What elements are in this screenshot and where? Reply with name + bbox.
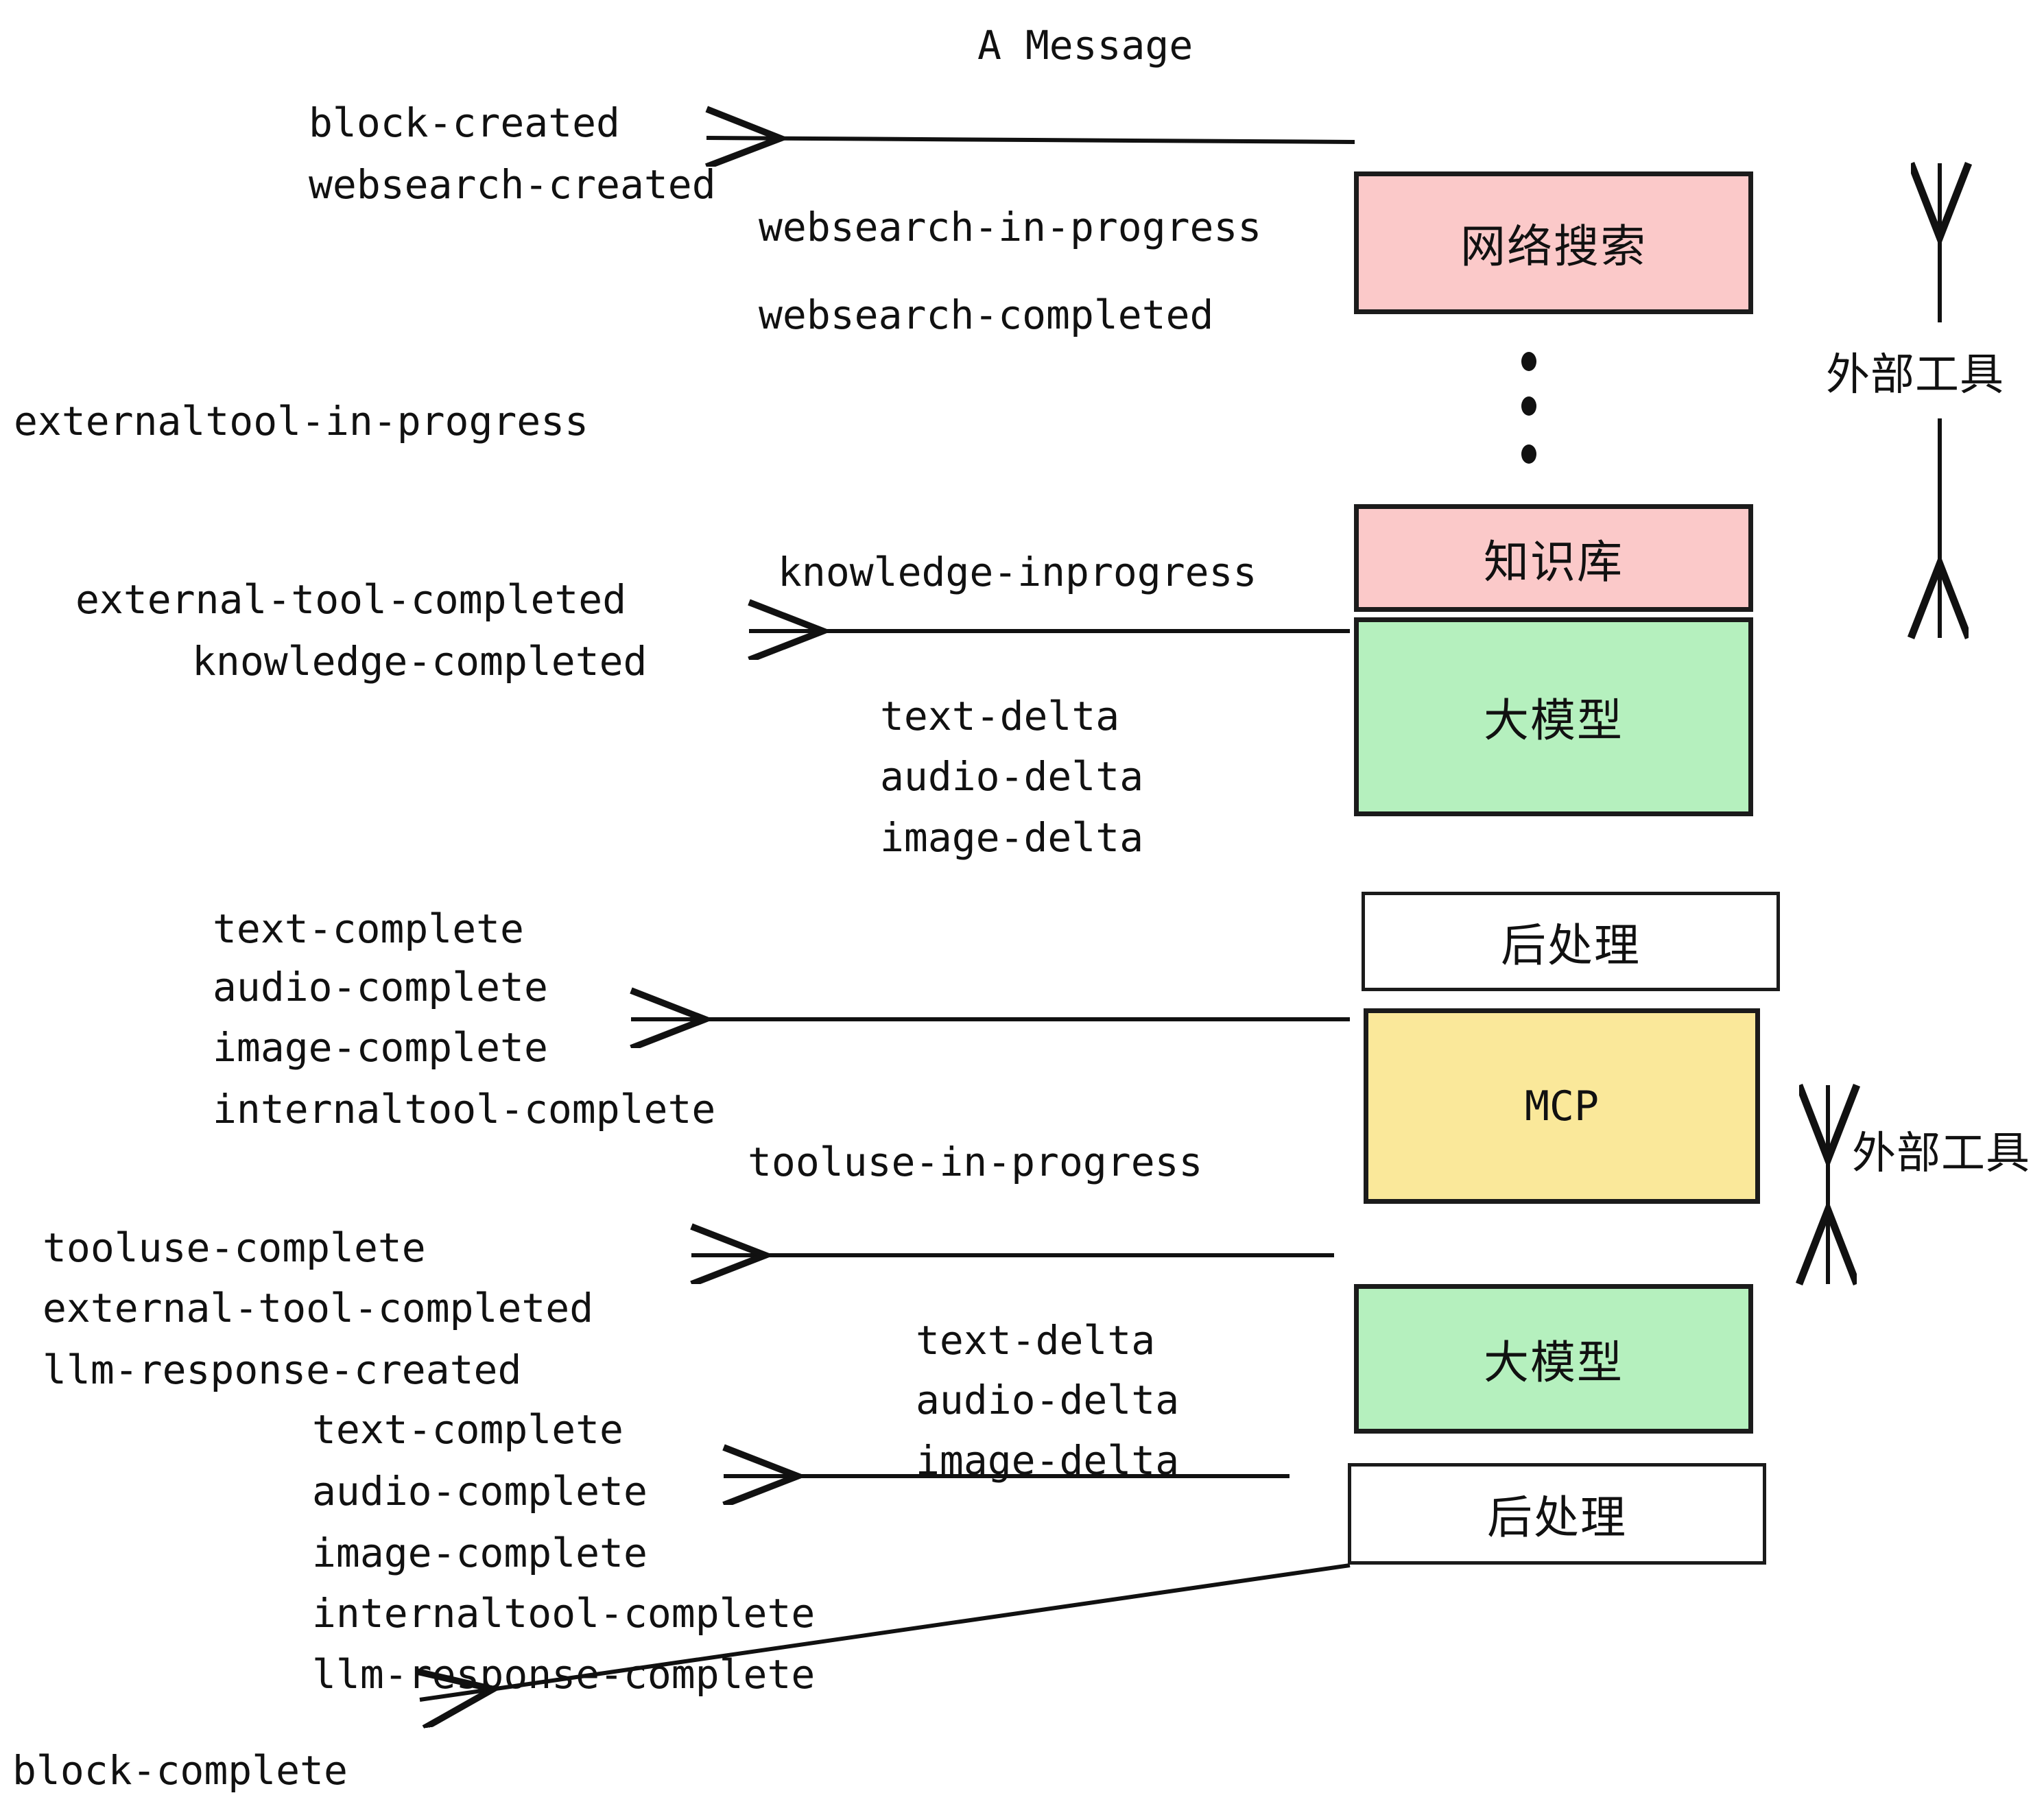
event-audio-delta-1: audio-delta bbox=[880, 753, 1144, 800]
event-tooluse-in-progress: tooluse-in-progress bbox=[748, 1139, 1203, 1185]
event-externaltool-in-progress: externaltool-in-progress bbox=[14, 398, 589, 444]
event-audio-delta-2: audio-delta bbox=[916, 1377, 1180, 1423]
event-text-delta-1: text-delta bbox=[880, 693, 1120, 739]
side-label-external-tools-top: 外部工具 bbox=[1826, 350, 2004, 401]
node-knowledge[interactable]: 知识库 bbox=[1354, 504, 1753, 612]
side-label-external-tools-bottom: 外部工具 bbox=[1852, 1128, 2030, 1179]
node-llm-1[interactable]: 大模型 bbox=[1354, 617, 1753, 816]
event-image-complete-2: image-complete bbox=[312, 1530, 647, 1576]
event-llm-response-created: llm-response-created bbox=[43, 1346, 522, 1393]
ellipsis-dot-3 bbox=[1521, 444, 1536, 464]
diagram-title: A Message bbox=[977, 22, 1193, 69]
node-postprocess-2-label: 后处理 bbox=[1487, 1491, 1627, 1544]
event-external-tool-completed-2: external-tool-completed bbox=[43, 1285, 594, 1331]
event-audio-complete-1: audio-complete bbox=[213, 964, 548, 1010]
node-websearch-label: 网络搜索 bbox=[1460, 220, 1647, 273]
event-text-complete-2: text-complete bbox=[312, 1406, 623, 1453]
node-postprocess-1-label: 后处理 bbox=[1501, 918, 1641, 972]
ellipsis-dot-2 bbox=[1521, 396, 1536, 416]
node-llm-2[interactable]: 大模型 bbox=[1354, 1284, 1753, 1434]
event-text-complete-1: text-complete bbox=[213, 905, 524, 952]
node-mcp-label: MCP bbox=[1524, 1082, 1600, 1130]
node-mcp[interactable]: MCP bbox=[1364, 1008, 1760, 1204]
node-postprocess-1[interactable]: 后处理 bbox=[1362, 892, 1780, 991]
event-audio-complete-2: audio-complete bbox=[312, 1468, 647, 1515]
node-postprocess-2[interactable]: 后处理 bbox=[1348, 1463, 1766, 1565]
event-llm-response-complete: llm-response-complete bbox=[312, 1651, 816, 1698]
node-llm-1-label: 大模型 bbox=[1484, 694, 1624, 747]
event-block-complete: block-complete bbox=[12, 1747, 348, 1794]
node-knowledge-label: 知识库 bbox=[1484, 535, 1624, 589]
event-image-delta-2: image-delta bbox=[916, 1437, 1180, 1484]
event-internaltool-complete-1: internaltool-complete bbox=[213, 1086, 716, 1132]
event-websearch-in-progress: websearch-in-progress bbox=[759, 204, 1262, 250]
event-external-tool-completed-1: external-tool-completed bbox=[75, 576, 627, 623]
event-image-complete-1: image-complete bbox=[213, 1024, 548, 1071]
node-llm-2-label: 大模型 bbox=[1484, 1336, 1624, 1389]
event-websearch-created: websearch-created bbox=[309, 161, 716, 208]
event-tooluse-complete: tooluse-complete bbox=[43, 1224, 426, 1271]
event-text-delta-2: text-delta bbox=[916, 1317, 1156, 1364]
event-block-created: block-created bbox=[309, 99, 620, 146]
event-knowledge-inprogress: knowledge-inprogress bbox=[778, 549, 1257, 595]
event-internaltool-complete-2: internaltool-complete bbox=[312, 1590, 816, 1637]
ellipsis-dot-1 bbox=[1521, 352, 1536, 371]
event-image-delta-1: image-delta bbox=[880, 814, 1144, 861]
arrow-websearch-to-blockcreated bbox=[706, 138, 1355, 142]
event-knowledge-completed: knowledge-completed bbox=[192, 638, 647, 685]
node-websearch[interactable]: 网络搜索 bbox=[1354, 171, 1753, 314]
event-websearch-completed: websearch-completed bbox=[759, 292, 1214, 338]
